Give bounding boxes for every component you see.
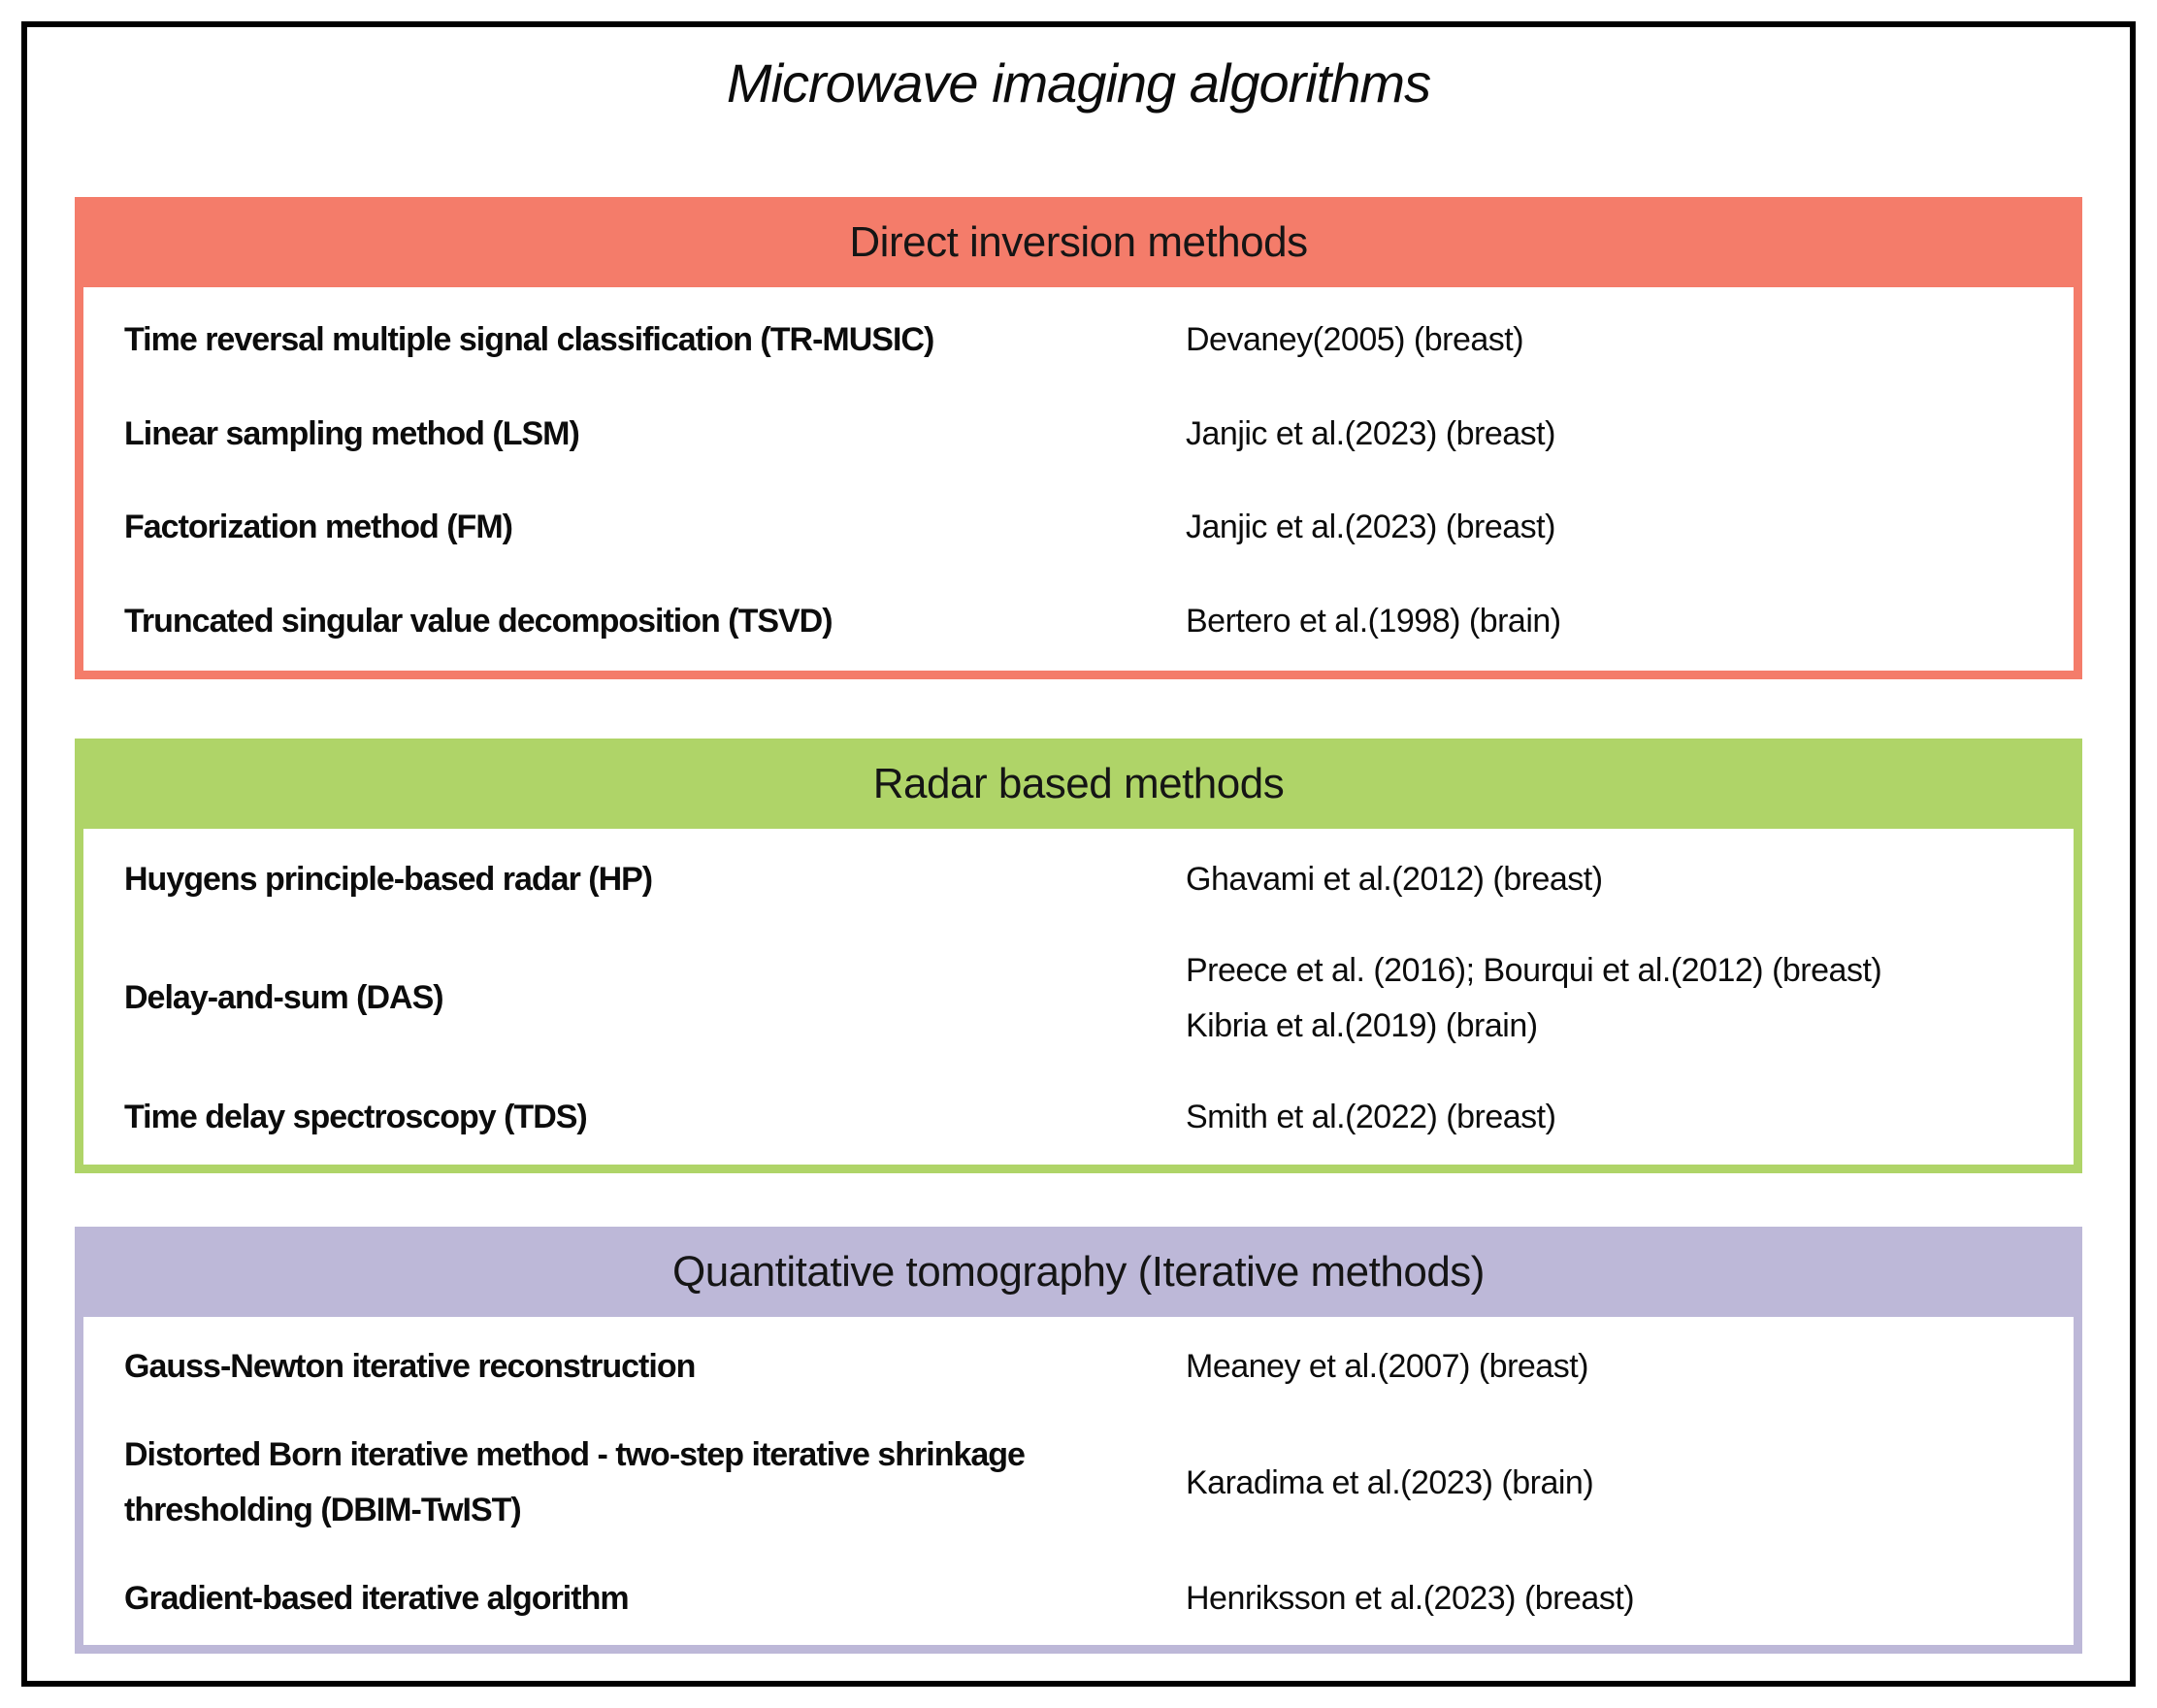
reference-line: Smith et al.(2022) (breast) [1186, 1098, 1556, 1135]
method-references: Meaney et al.(2007) (breast) [1186, 1339, 2035, 1395]
section-quantitative-tomography: Quantitative tomography (Iterative metho… [75, 1227, 2082, 1654]
method-references: Ghavami et al.(2012) (breast) [1186, 852, 2035, 907]
reference-line: Bertero et al.(1998) (brain) [1186, 603, 1561, 640]
outer-frame: Microwave imaging algorithms Direct inve… [21, 21, 2136, 1687]
reference-line: Janjic et al.(2023) (breast) [1186, 414, 1555, 452]
reference-line: Henriksson et al.(2023) (breast) [1186, 1580, 1635, 1617]
section-header: Quantitative tomography (Iterative metho… [75, 1227, 2082, 1317]
method-references: Smith et al.(2022) (breast) [1186, 1090, 2035, 1145]
method-row: Gauss-Newton iterative reconstruction Mea… [124, 1339, 2035, 1395]
method-name: Huygens principle-based radar (HP) [124, 861, 653, 899]
method-references: Preece et al. (2016); Bourqui et al.(201… [1186, 943, 2035, 1054]
method-row: Delay-and-sum (DAS) Preece et al. (2016);… [124, 943, 2035, 1054]
method-row: Time reversal multiple signal classifica… [124, 312, 2035, 368]
method-name: Delay-and-sum (DAS) [124, 979, 444, 1017]
method-row: Distorted Born iterative method - two-st… [124, 1428, 2035, 1538]
reference-line: Ghavami et al.(2012) (breast) [1186, 861, 1603, 899]
reference-line: Devaney(2005) (breast) [1186, 320, 1524, 358]
reference-line: Preece et al. (2016); Bourqui et al.(201… [1186, 951, 1882, 989]
method-name: Distorted Born iterative method - two-st… [124, 1436, 1026, 1528]
method-row: Linear sampling method (LSM) Janjic et al… [124, 407, 2035, 462]
method-references: Janjic et al.(2023) (breast) [1186, 500, 2035, 555]
section-body: Gauss-Newton iterative reconstruction Mea… [75, 1317, 2082, 1654]
reference-line: Kibria et al.(2019) (brain) [1186, 1006, 1538, 1044]
method-row: Huygens principle-based radar (HP) Ghavam… [124, 852, 2035, 907]
method-references: Devaney(2005) (breast) [1186, 312, 2035, 368]
method-name: Gradient-based iterative algorithm [124, 1580, 630, 1617]
reference-line: Karadima et al.(2023) (brain) [1186, 1463, 1594, 1501]
method-references: Henriksson et al.(2023) (breast) [1186, 1571, 2035, 1626]
section-header: Direct inversion methods [75, 197, 2082, 287]
method-row: Factorization method (FM) Janjic et al.(2… [124, 500, 2035, 555]
method-row: Time delay spectroscopy (TDS) Smith et al… [124, 1090, 2035, 1145]
method-references: Karadima et al.(2023) (brain) [1186, 1456, 2035, 1511]
method-name: Truncated singular value decomposition (… [124, 603, 833, 640]
section-radar-based-methods: Radar based methods Huygens principle-ba… [75, 739, 2082, 1173]
method-name: Gauss-Newton iterative reconstruction [124, 1348, 696, 1385]
page-title: Microwave imaging algorithms [726, 52, 1431, 114]
method-name: Time delay spectroscopy (TDS) [124, 1098, 588, 1135]
reference-line: Meaney et al.(2007) (breast) [1186, 1348, 1588, 1385]
method-name: Factorization method (FM) [124, 509, 513, 546]
method-references: Bertero et al.(1998) (brain) [1186, 594, 2035, 649]
method-row: Truncated singular value decomposition (… [124, 594, 2035, 649]
method-row: Gradient-based iterative algorithm Henrik… [124, 1571, 2035, 1626]
section-body: Huygens principle-based radar (HP) Ghavam… [75, 829, 2082, 1173]
section-header: Radar based methods [75, 739, 2082, 829]
method-references: Janjic et al.(2023) (breast) [1186, 407, 2035, 462]
section-body: Time reversal multiple signal classifica… [75, 287, 2082, 679]
reference-line: Janjic et al.(2023) (breast) [1186, 509, 1555, 546]
method-name: Time reversal multiple signal classifica… [124, 320, 934, 358]
method-name: Linear sampling method (LSM) [124, 414, 580, 452]
section-direct-inversion-methods: Direct inversion methods Time reversal m… [75, 197, 2082, 679]
